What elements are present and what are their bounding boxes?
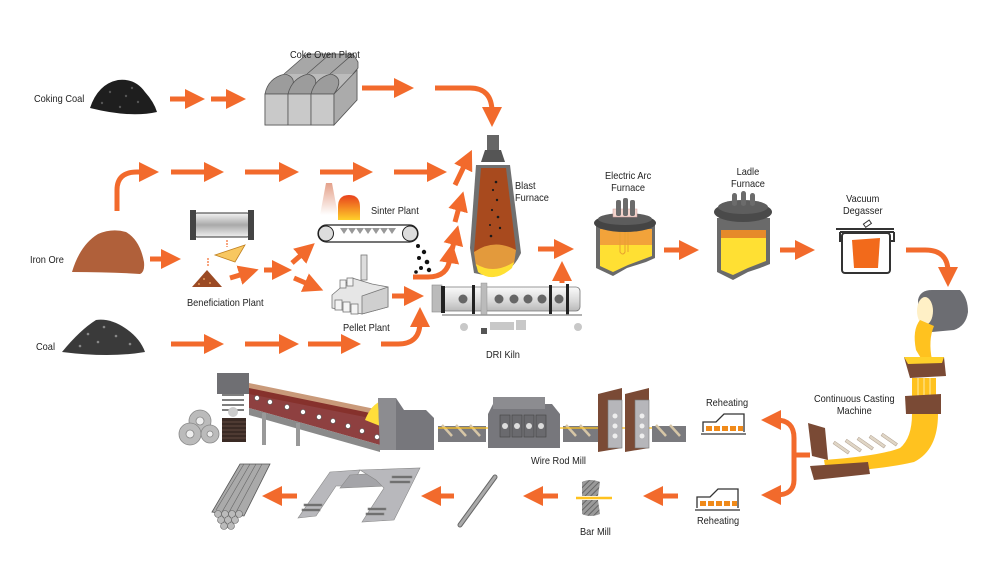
arrow [293,273,324,292]
label-line: Furnace [515,192,549,204]
label-line: Blast [515,180,536,192]
bar-product-icon [457,474,498,528]
label-bar-mill: Bar Mill [580,526,611,538]
arrow [761,455,797,505]
label-reheating-bottom: Reheating [697,515,740,527]
arrow [443,225,464,251]
label-line: Degasser [843,205,883,217]
label-line: Machine [836,405,872,417]
vacuum-degasser-icon [836,219,895,274]
blast-furnace-icon [470,135,521,278]
label-vacuum-degasser: Vacuum Degasser [843,193,883,217]
iron-ore-pile [72,230,145,274]
coking-coal-pile [90,79,157,115]
arrow [114,162,159,211]
label-dri-kiln: DRI Kiln [486,349,520,361]
label-continuous-casting-machine: Continuous Casting Machine [814,393,895,417]
sinter-plant-icon [317,183,432,274]
reheating-furnace-bottom-icon [695,488,740,511]
label-line: Furnace [611,182,646,194]
ladle-furnace-icon [714,191,772,280]
label-coking-coal: Coking Coal [34,93,85,105]
flow-arrows [114,78,958,506]
label-pellet-plant: Pellet Plant [343,322,390,334]
label-line: Electric Arc [605,170,652,182]
coal-pile [62,319,145,355]
label-beneficiation-plant: Beneficiation Plant [187,297,264,309]
label-line: Ladle [736,166,760,178]
arrow [435,85,502,127]
continuous-casting-icon [808,290,968,480]
beneficiation-plant-icon [190,210,254,287]
label-blast-furnace: Blast Furnace [515,180,549,204]
dri-kiln-icon [431,282,582,334]
wire-coils-icon [178,409,220,446]
bundled-bars-icon [211,463,271,530]
arrow [413,243,460,280]
reheating-furnace-top-icon [701,413,746,435]
arrow [761,410,797,455]
label-line: Vacuum [846,193,880,205]
arrow [229,265,259,285]
arrow [448,191,468,223]
label-line: Furnace [731,178,765,190]
pellet-plant-icon [331,254,389,315]
label-line: Continuous Casting [814,393,895,405]
label-sinter-plant: Sinter Plant [371,205,419,217]
arrow [906,247,958,287]
arrow [290,243,315,265]
label-wire-rod-mill: Wire Rod Mill [531,455,586,467]
bar-mill-icon [576,480,612,516]
label-reheating-top: Reheating [706,397,749,409]
label-ladle-furnace: Ladle Furnace [731,166,765,190]
label-iron-ore: Iron Ore [30,254,64,266]
electric-arc-furnace-icon [594,198,656,276]
label-coke-oven-plant: Coke Oven Plant [290,49,360,61]
wire-rod-mill-line [178,373,686,452]
label-electric-arc-furnace: Electric Arc Furnace [605,170,651,194]
label-coal: Coal [36,341,56,353]
structural-section-icon [297,467,421,523]
arrow [381,307,430,347]
arrow [452,149,473,187]
coke-oven-icon [264,53,359,127]
